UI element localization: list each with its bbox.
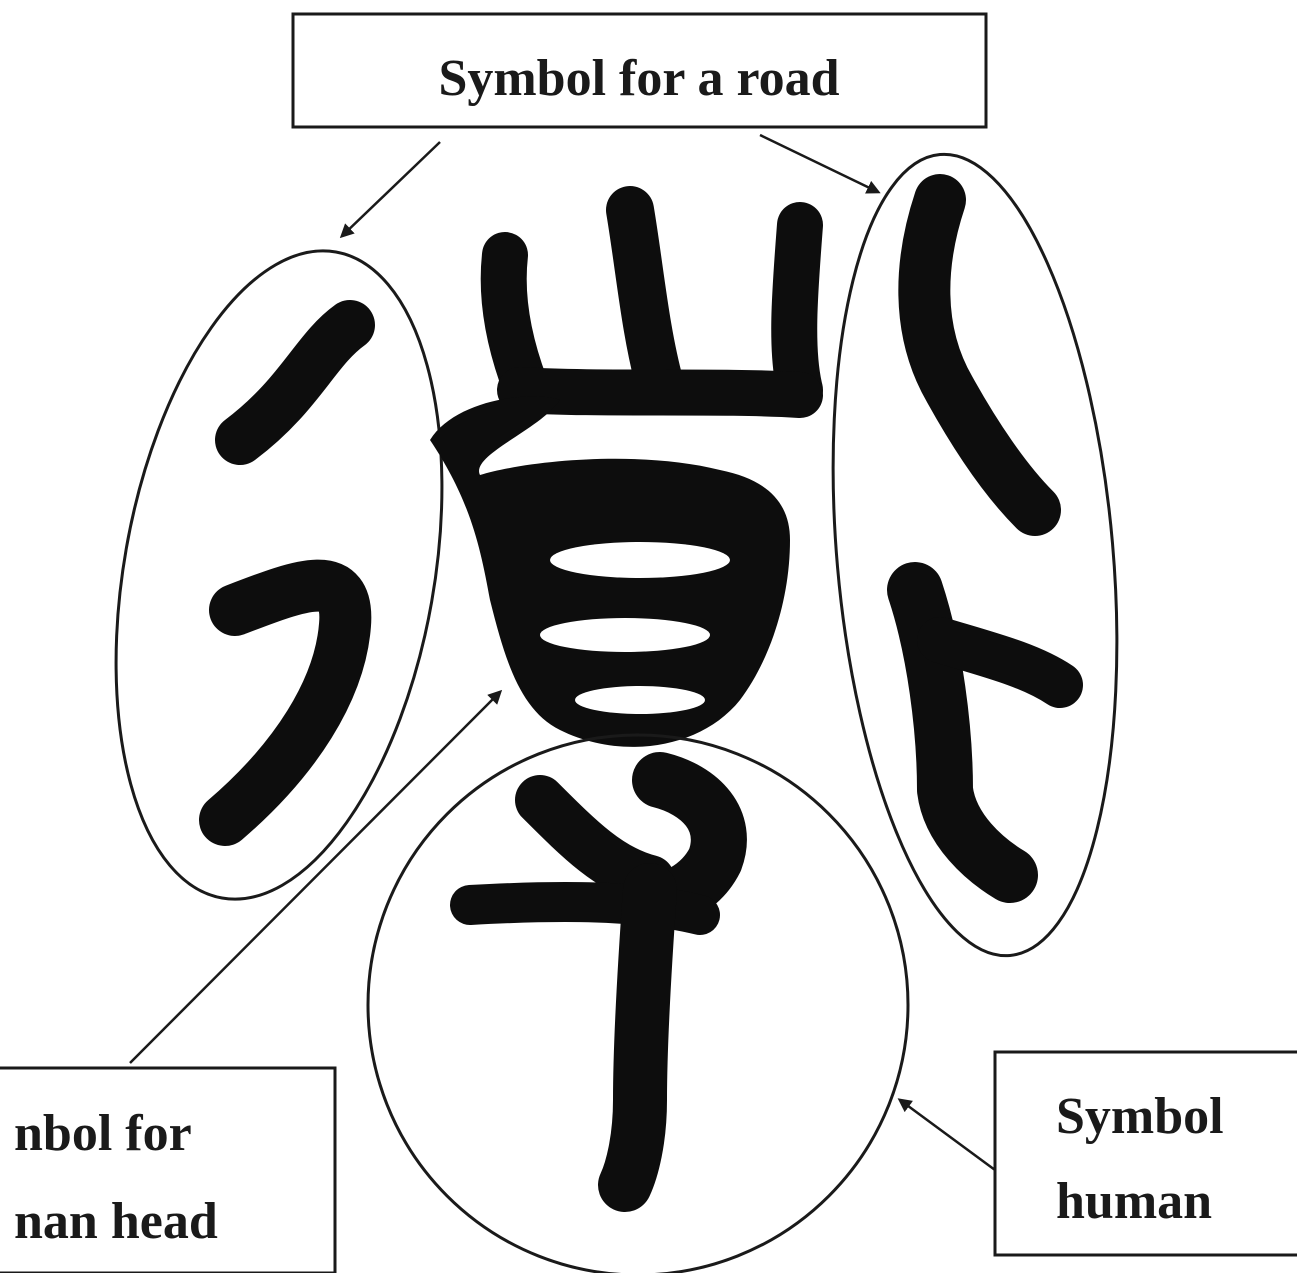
arrow-road-right (760, 135, 878, 192)
arrow-road-left (342, 142, 440, 236)
human-body (625, 890, 650, 1185)
label-head-line1: nbol for (14, 1105, 192, 1162)
label-road: Symbol for a road (293, 14, 986, 127)
road-right-glyph (915, 200, 1060, 875)
road-right-stroke-upper (924, 200, 1035, 510)
arrow-human (900, 1100, 995, 1170)
label-human-line1: Symbol (1056, 1088, 1224, 1145)
road-left-stroke-lower (225, 586, 345, 820)
head-inner-line-1 (550, 542, 730, 578)
human-left-arm (540, 800, 650, 880)
head-inner-line-2 (540, 618, 710, 652)
head-top-right-prong (794, 225, 800, 390)
road-left-stroke-upper (240, 325, 350, 440)
label-human-line2: human (1056, 1173, 1212, 1230)
label-head-line2: nan head (14, 1193, 218, 1250)
human-glyph (470, 780, 719, 1185)
label-human: Symbol human (995, 1052, 1297, 1255)
road-left-glyph (225, 325, 350, 820)
label-head: nbol for nan head (0, 1068, 335, 1273)
head-glyph (430, 210, 800, 747)
head-inner-line-3 (575, 686, 705, 714)
head-top-middle-prong (630, 210, 660, 385)
head-top-left-prong (504, 255, 525, 385)
label-road-text: Symbol for a road (438, 50, 839, 107)
head-top-bar (520, 390, 800, 395)
